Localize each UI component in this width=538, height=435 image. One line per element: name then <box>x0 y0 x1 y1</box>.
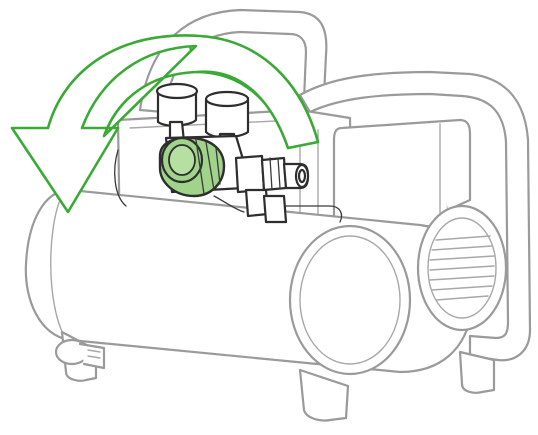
drain-valve <box>54 338 106 370</box>
air-tank <box>24 188 475 376</box>
fan-cover <box>416 204 508 332</box>
quick-coupler <box>234 154 310 194</box>
pressure-gauge-left <box>155 82 199 146</box>
lower-fittings <box>114 149 343 224</box>
counterclockwise-rotate-arrow-icon <box>10 34 320 214</box>
pressure-regulator-knob[interactable] <box>158 136 226 198</box>
